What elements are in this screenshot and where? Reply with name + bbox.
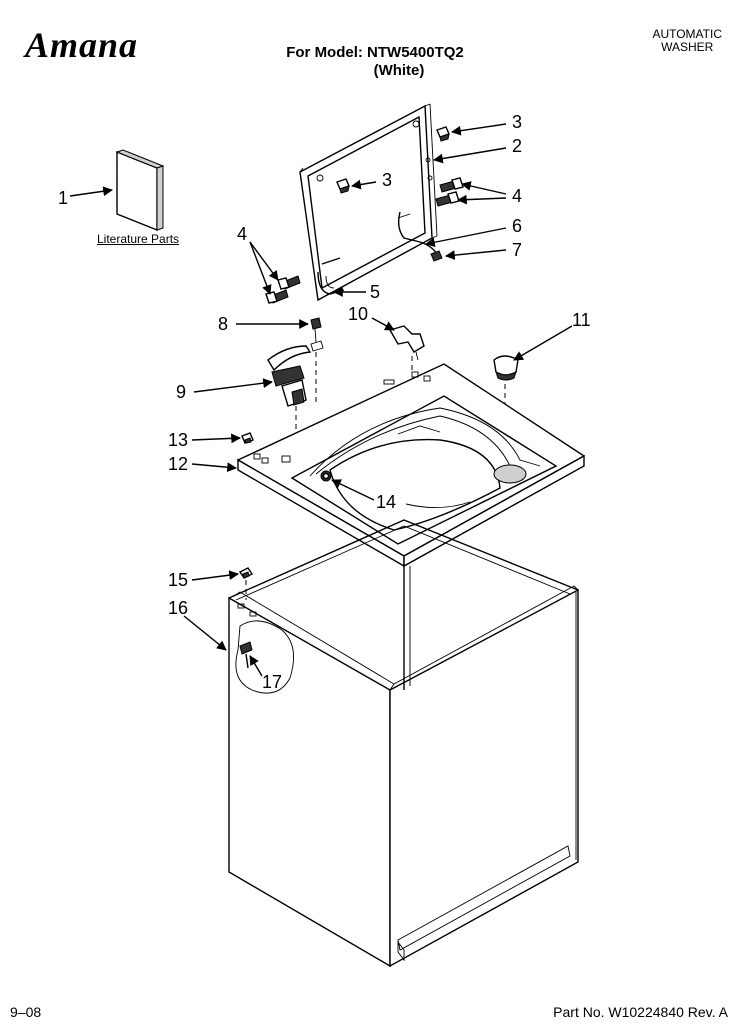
- fabric-softener-dispenser: [493, 355, 519, 381]
- hinge-cap: [430, 250, 443, 262]
- brand-logo: Amana: [25, 25, 139, 65]
- hinge-screws-left: [265, 275, 301, 304]
- product-type: AUTOMATIC WASHER: [652, 28, 722, 54]
- callout-2: 2: [512, 136, 522, 156]
- revision-date: 9–08: [10, 1004, 42, 1020]
- callout-6: 6: [512, 216, 522, 236]
- fill-hose-nozzle: [320, 470, 332, 482]
- product-type-line2: WASHER: [661, 40, 714, 54]
- callout-13: 13: [168, 430, 188, 450]
- part-number: Part No. W10224840 Rev. A: [553, 1004, 728, 1020]
- callout-numbers: 1 3 2 3 4 4 6 7 5 8 10 11 9 13 12 14 15 …: [58, 112, 591, 692]
- callout-8: 8: [218, 314, 228, 334]
- lid-hinge: [317, 257, 345, 295]
- callout-7: 7: [512, 240, 522, 260]
- callout-3-lower: 3: [382, 170, 392, 190]
- callout-1: 1: [58, 188, 68, 208]
- literature-parts-label: Literature Parts: [97, 232, 180, 246]
- callout-15: 15: [168, 570, 188, 590]
- callout-17: 17: [262, 672, 282, 692]
- lid-hinge-rod: [397, 211, 438, 255]
- lid-bumper-lower: [336, 178, 350, 194]
- callout-arrows: [69, 123, 573, 677]
- lid-bumper-upper: [436, 126, 450, 142]
- washer-cabinet: [228, 519, 579, 968]
- cabinet-clip: [238, 567, 254, 579]
- washer-lid: [299, 103, 438, 302]
- callout-12: 12: [168, 454, 188, 474]
- switch-screw: [310, 317, 324, 352]
- top-clip: [241, 432, 254, 444]
- model-number: For Model: NTW5400TQ2: [286, 44, 464, 61]
- hinge-screws-right: [435, 177, 464, 207]
- model-color: (White): [373, 62, 425, 79]
- callout-10: 10: [348, 304, 368, 324]
- callout-16: 16: [168, 598, 188, 618]
- callout-9: 9: [176, 382, 186, 402]
- callout-4-right: 4: [512, 186, 522, 206]
- callout-4-left: 4: [237, 224, 247, 244]
- callout-5: 5: [370, 282, 380, 302]
- cabinet-screw-detail: [235, 620, 295, 694]
- lid-hinge-clip: [388, 325, 425, 361]
- callout-11: 11: [572, 310, 591, 330]
- callout-3-upper: 3: [512, 112, 522, 132]
- callout-14: 14: [376, 492, 396, 512]
- product-type-line1: AUTOMATIC: [652, 27, 722, 41]
- model-title: For Model: NTW5400TQ2 (White): [250, 44, 500, 80]
- literature-booklet: [115, 149, 165, 232]
- lid-switch: [267, 345, 312, 407]
